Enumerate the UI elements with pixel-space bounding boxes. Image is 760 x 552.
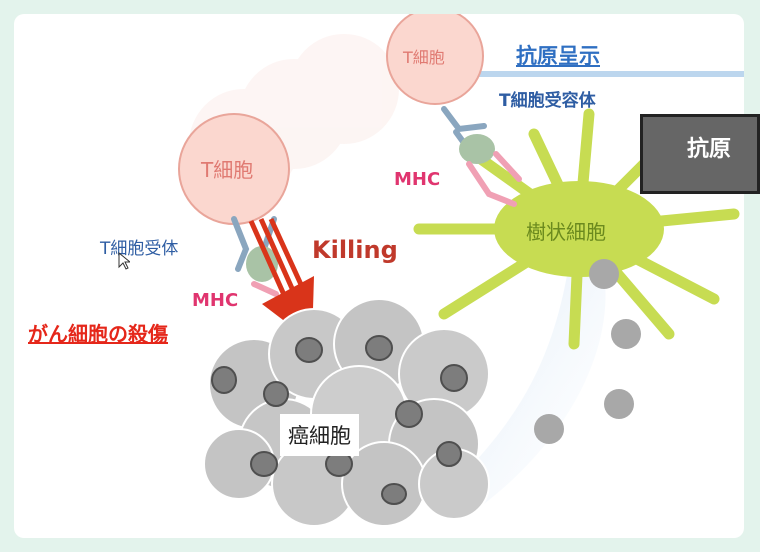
antigen-presentation-label: 抗原呈示 [516,44,600,68]
tcell-top-label: T細胞 [403,48,445,67]
mhc-left-label: MHC [192,290,239,311]
tcell-left-label: T細胞 [201,158,254,182]
diagram-frame: T細胞 T細胞 抗原呈示 T細胞受容体 T細胞受体 MHC MHC Killin… [14,14,744,538]
tcell-top [386,14,484,105]
cancer-cell-cluster [203,298,490,527]
dendritic-cell-body [494,181,664,277]
cancer-damage-label: がん細胞の殺傷 [28,322,168,346]
mouse-cursor-icon [118,252,130,270]
cancer-cell-label: 癌細胞 [280,414,359,456]
killing-label: Killing [312,236,398,264]
tcr-left-label: T細胞受体 [100,239,179,259]
antigen-peptide-top [459,134,495,164]
presentation-beam [454,264,606,504]
tcr-top-label: T細胞受容体 [499,91,596,111]
mhc-top-icon [466,151,522,207]
antigen-box: 抗原 [640,114,760,194]
dendritic-cell-label: 樹状細胞 [526,220,606,244]
cancer-cell-nuclei [211,335,468,505]
mhc-top-label: MHC [394,169,441,190]
antigen-peptide-left [246,246,278,282]
mhc-left-icon [251,281,279,297]
cell-debris [534,259,641,444]
antigen-box-label: 抗原 [687,137,732,162]
diagram-canvas [178,14,744,527]
